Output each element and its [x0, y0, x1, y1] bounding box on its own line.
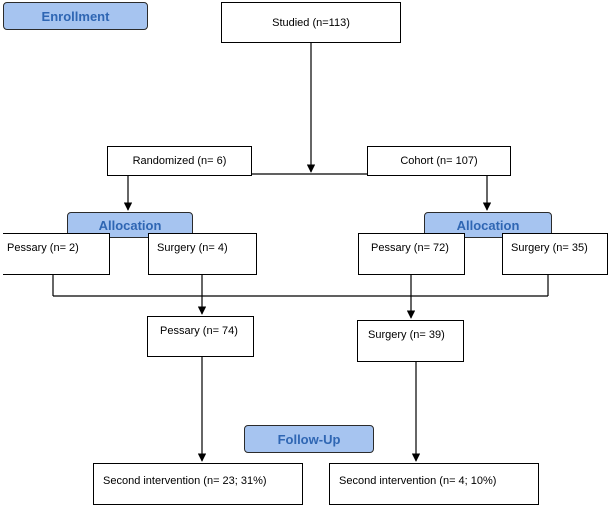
box-cohort-surgery-label: Surgery (n= 35) — [511, 242, 588, 254]
box-cohort-pessary-label: Pessary (n= 72) — [371, 242, 449, 254]
box-studied-label: Studied (n=113) — [272, 16, 350, 29]
box-second-intervention-pessary-label: Second intervention (n= 23; 31%) — [103, 475, 267, 487]
box-randomized-pessary: Pessary (n= 2) — [3, 233, 110, 275]
box-total-pessary-label: Pessary (n= 74) — [160, 324, 238, 337]
stage-allocation-right-label: Allocation — [456, 217, 520, 233]
box-studied: Studied (n=113) — [221, 2, 401, 43]
stage-enrollment: Enrollment — [3, 2, 148, 30]
box-total-pessary: Pessary (n= 74) — [147, 316, 254, 357]
box-randomized: Randomized (n= 6) — [107, 146, 252, 176]
box-second-intervention-surgery: Second intervention (n= 4; 10%) — [329, 463, 539, 505]
stage-follow-up-label: Follow-Up — [277, 431, 341, 447]
box-randomized-surgery: Surgery (n= 4) — [148, 233, 257, 275]
box-total-surgery-label: Surgery (n= 39) — [368, 329, 445, 341]
box-randomized-label: Randomized (n= 6) — [132, 155, 227, 167]
box-cohort: Cohort (n= 107) — [367, 146, 511, 176]
box-second-intervention-surgery-label: Second intervention (n= 4; 10%) — [339, 475, 497, 487]
box-cohort-surgery: Surgery (n= 35) — [502, 233, 608, 275]
stage-follow-up: Follow-Up — [244, 425, 374, 453]
box-cohort-pessary: Pessary (n= 72) — [358, 233, 465, 275]
box-cohort-label: Cohort (n= 107) — [400, 155, 478, 167]
stage-enrollment-label: Enrollment — [41, 8, 110, 24]
box-second-intervention-pessary: Second intervention (n= 23; 31%) — [93, 463, 303, 505]
box-total-surgery: Surgery (n= 39) — [357, 320, 464, 362]
box-randomized-surgery-label: Surgery (n= 4) — [157, 242, 228, 254]
stage-allocation-left-label: Allocation — [98, 217, 162, 233]
box-randomized-pessary-label: Pessary (n= 2) — [7, 242, 79, 254]
